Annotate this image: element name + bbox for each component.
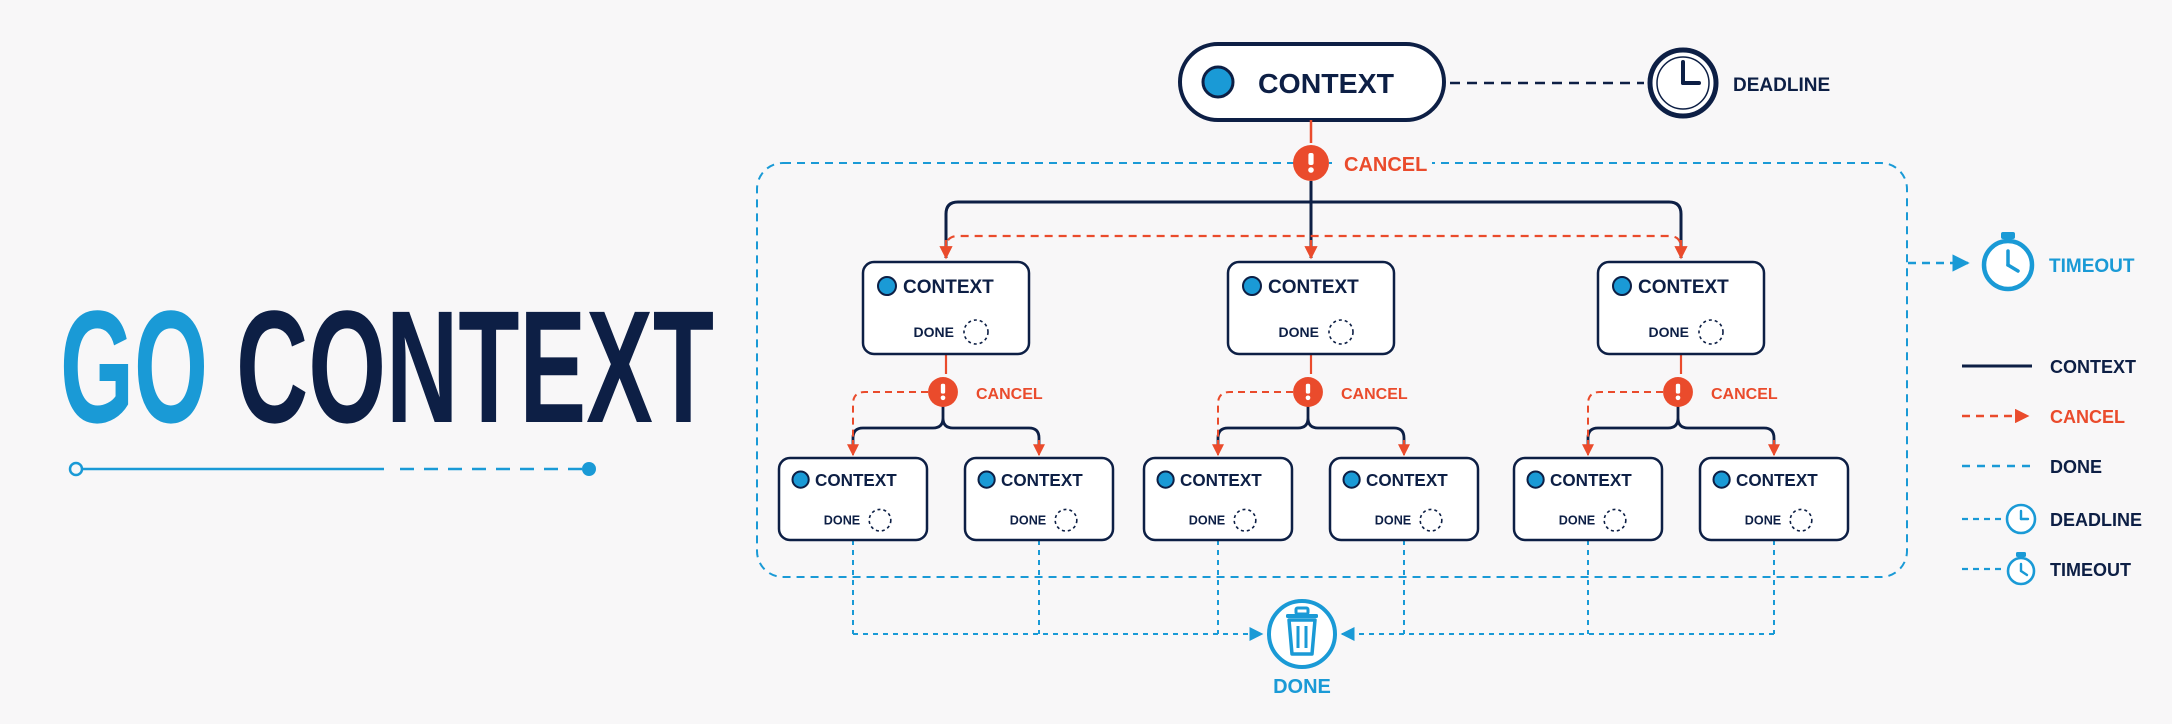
done-status-dashed-circle-icon bbox=[1233, 508, 1257, 532]
legend-item-done: DONE bbox=[1962, 457, 2102, 477]
context-dot-icon bbox=[1242, 276, 1262, 296]
context-node-level2: CONTEXT DONE bbox=[1512, 456, 1664, 542]
done-status-dashed-circle-icon bbox=[1328, 319, 1354, 345]
node-context-label: CONTEXT bbox=[1180, 471, 1262, 490]
cancel-alert-icon bbox=[1293, 377, 1323, 407]
child-branch bbox=[1586, 406, 1776, 448]
node-context-label: CONTEXT bbox=[903, 277, 994, 298]
done-status-dashed-circle-icon bbox=[868, 508, 892, 532]
node-done-label: DONE bbox=[824, 514, 860, 528]
done-trash-icon bbox=[1267, 599, 1337, 669]
done-status-dashed-circle-icon bbox=[1698, 319, 1724, 345]
context-dot-icon bbox=[1201, 65, 1235, 99]
legend-label: CANCEL bbox=[2050, 407, 2125, 427]
node-box bbox=[861, 260, 1031, 356]
node-done-label: DONE bbox=[1649, 324, 1689, 340]
context-dot-icon bbox=[1612, 276, 1632, 296]
node-context-label: CONTEXT bbox=[1638, 277, 1729, 298]
child-cancel-path bbox=[1217, 391, 1293, 440]
context-node-level1: CONTEXT DONE bbox=[1596, 260, 1766, 356]
context-dot-icon bbox=[977, 470, 996, 489]
tree-edges bbox=[847, 181, 1780, 641]
node-box bbox=[1596, 260, 1766, 356]
child-branch bbox=[1216, 406, 1406, 448]
node-box bbox=[1226, 260, 1396, 356]
root-context: CONTEXT bbox=[1178, 42, 1446, 122]
tree-nodes: CONTEXT DONE CANCEL CONTEXT DONE CANCEL CONTEX… bbox=[777, 260, 1850, 542]
legend-stopwatch-icon bbox=[2006, 552, 2036, 586]
node-context-label: CONTEXT bbox=[1736, 471, 1818, 490]
context-dot-icon bbox=[791, 470, 810, 489]
title-go: GO bbox=[60, 277, 208, 456]
done-status-dashed-circle-icon bbox=[963, 319, 989, 345]
done-sink-label: DONE bbox=[1273, 676, 1331, 698]
context-dot-icon bbox=[1712, 470, 1731, 489]
node-context-label: CONTEXT bbox=[1366, 471, 1448, 490]
context-node-level2: CONTEXT DONE bbox=[1142, 456, 1294, 542]
legend: CONTEXT CANCEL DONE DEADLINE TIMEOUT bbox=[1962, 357, 2142, 586]
done-status-dashed-circle-icon bbox=[1789, 508, 1813, 532]
cancel-alert-icon bbox=[1663, 377, 1693, 407]
legend-label: DEADLINE bbox=[2050, 510, 2142, 530]
legend-item-timeout: TIMEOUT bbox=[1962, 552, 2131, 586]
context-dot-icon bbox=[1156, 470, 1175, 489]
done-status-dashed-circle-icon bbox=[1054, 508, 1078, 532]
context-node-level1: CONTEXT DONE bbox=[861, 260, 1031, 356]
node-cancel-label: CANCEL bbox=[1341, 386, 1408, 403]
node-done-label: DONE bbox=[1559, 514, 1595, 528]
context-node-level2: CONTEXT DONE bbox=[1328, 456, 1480, 542]
node-done-label: DONE bbox=[914, 324, 954, 340]
cancel-alert-icon bbox=[928, 377, 958, 407]
context-node-level2: CONTEXT DONE bbox=[777, 456, 929, 542]
legend-label: CONTEXT bbox=[2050, 357, 2136, 377]
child-cancel-path bbox=[1587, 391, 1663, 440]
node-done-label: DONE bbox=[1279, 324, 1319, 340]
context-dot-icon bbox=[1342, 470, 1361, 489]
legend-item-deadline: DEADLINE bbox=[1962, 503, 2142, 535]
root-cancel-alert-icon bbox=[1293, 145, 1329, 181]
context-dot-icon bbox=[1526, 470, 1545, 489]
context-node-level2: CONTEXT DONE bbox=[963, 456, 1115, 542]
legend-item-solid: CONTEXT bbox=[1962, 357, 2136, 377]
context-dot-icon bbox=[877, 276, 897, 296]
title-underline bbox=[68, 461, 596, 477]
legend-label: TIMEOUT bbox=[2050, 560, 2131, 580]
context-node-level1: CONTEXT DONE bbox=[1226, 260, 1396, 356]
root-context-label: CONTEXT bbox=[1258, 68, 1394, 99]
timeout-stopwatch-icon bbox=[1981, 232, 2035, 292]
node-context-label: CONTEXT bbox=[1001, 471, 1083, 490]
legend-label: DONE bbox=[2050, 457, 2102, 477]
node-context-label: CONTEXT bbox=[1268, 277, 1359, 298]
cancel-label-backing bbox=[1332, 148, 1432, 178]
root-cancel-label: CANCEL bbox=[1344, 154, 1427, 176]
legend-clock-icon bbox=[2005, 503, 2037, 535]
root-cancel-branch bbox=[944, 234, 1683, 254]
title-context: CONTEXT bbox=[236, 277, 714, 456]
child-branch bbox=[851, 406, 1041, 448]
done-status-dashed-circle-icon bbox=[1419, 508, 1443, 532]
node-context-label: CONTEXT bbox=[815, 471, 897, 490]
child-cancel-path bbox=[852, 391, 928, 440]
deadline-clock-icon bbox=[1647, 47, 1719, 119]
node-done-label: DONE bbox=[1745, 514, 1781, 528]
node-done-label: DONE bbox=[1010, 514, 1046, 528]
node-done-label: DONE bbox=[1189, 514, 1225, 528]
legend-item-cancel: CANCEL bbox=[1962, 407, 2125, 427]
context-node-level2: CONTEXT DONE bbox=[1698, 456, 1850, 542]
title-block: GO CONTEXT bbox=[60, 277, 714, 477]
done-status-dashed-circle-icon bbox=[1603, 508, 1627, 532]
node-context-label: CONTEXT bbox=[1550, 471, 1632, 490]
node-done-label: DONE bbox=[1375, 514, 1411, 528]
timeout-label: TIMEOUT bbox=[2049, 256, 2135, 277]
root-branch bbox=[944, 200, 1683, 258]
node-cancel-label: CANCEL bbox=[976, 386, 1043, 403]
node-cancel-label: CANCEL bbox=[1711, 386, 1778, 403]
deadline-label: DEADLINE bbox=[1733, 75, 1830, 96]
